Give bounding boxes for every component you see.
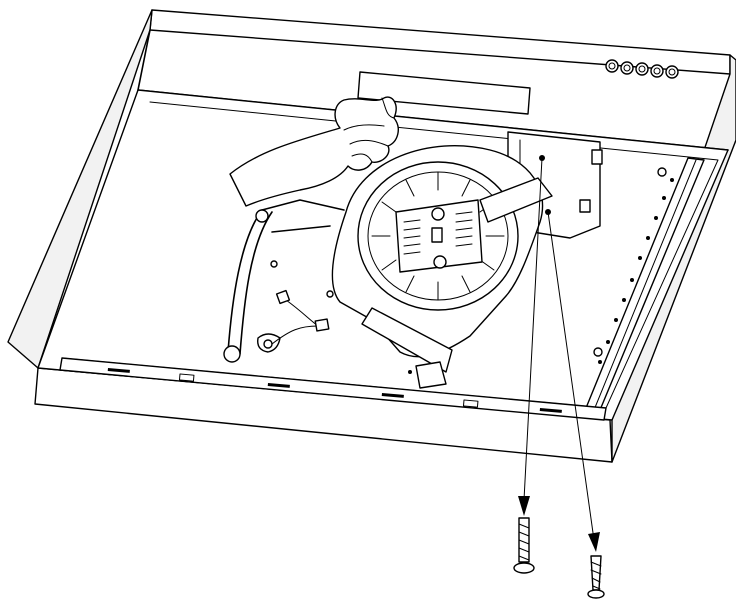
screw-icon	[513, 517, 605, 599]
motor-hub	[395, 199, 483, 273]
control-knobs-icon	[605, 59, 679, 79]
rail-holes	[598, 178, 674, 364]
blower-fan-icon	[331, 145, 553, 389]
bracket-icon	[223, 199, 345, 363]
light-panel	[357, 71, 531, 115]
screw-left	[513, 517, 535, 574]
screw-guide-lines	[518, 157, 600, 552]
hand-icon	[229, 96, 399, 207]
front-rail	[59, 357, 607, 421]
fan-blades	[371, 171, 505, 301]
screw-right	[587, 555, 605, 599]
hub-vents	[403, 211, 473, 255]
wire-connector-icon	[271, 289, 334, 345]
